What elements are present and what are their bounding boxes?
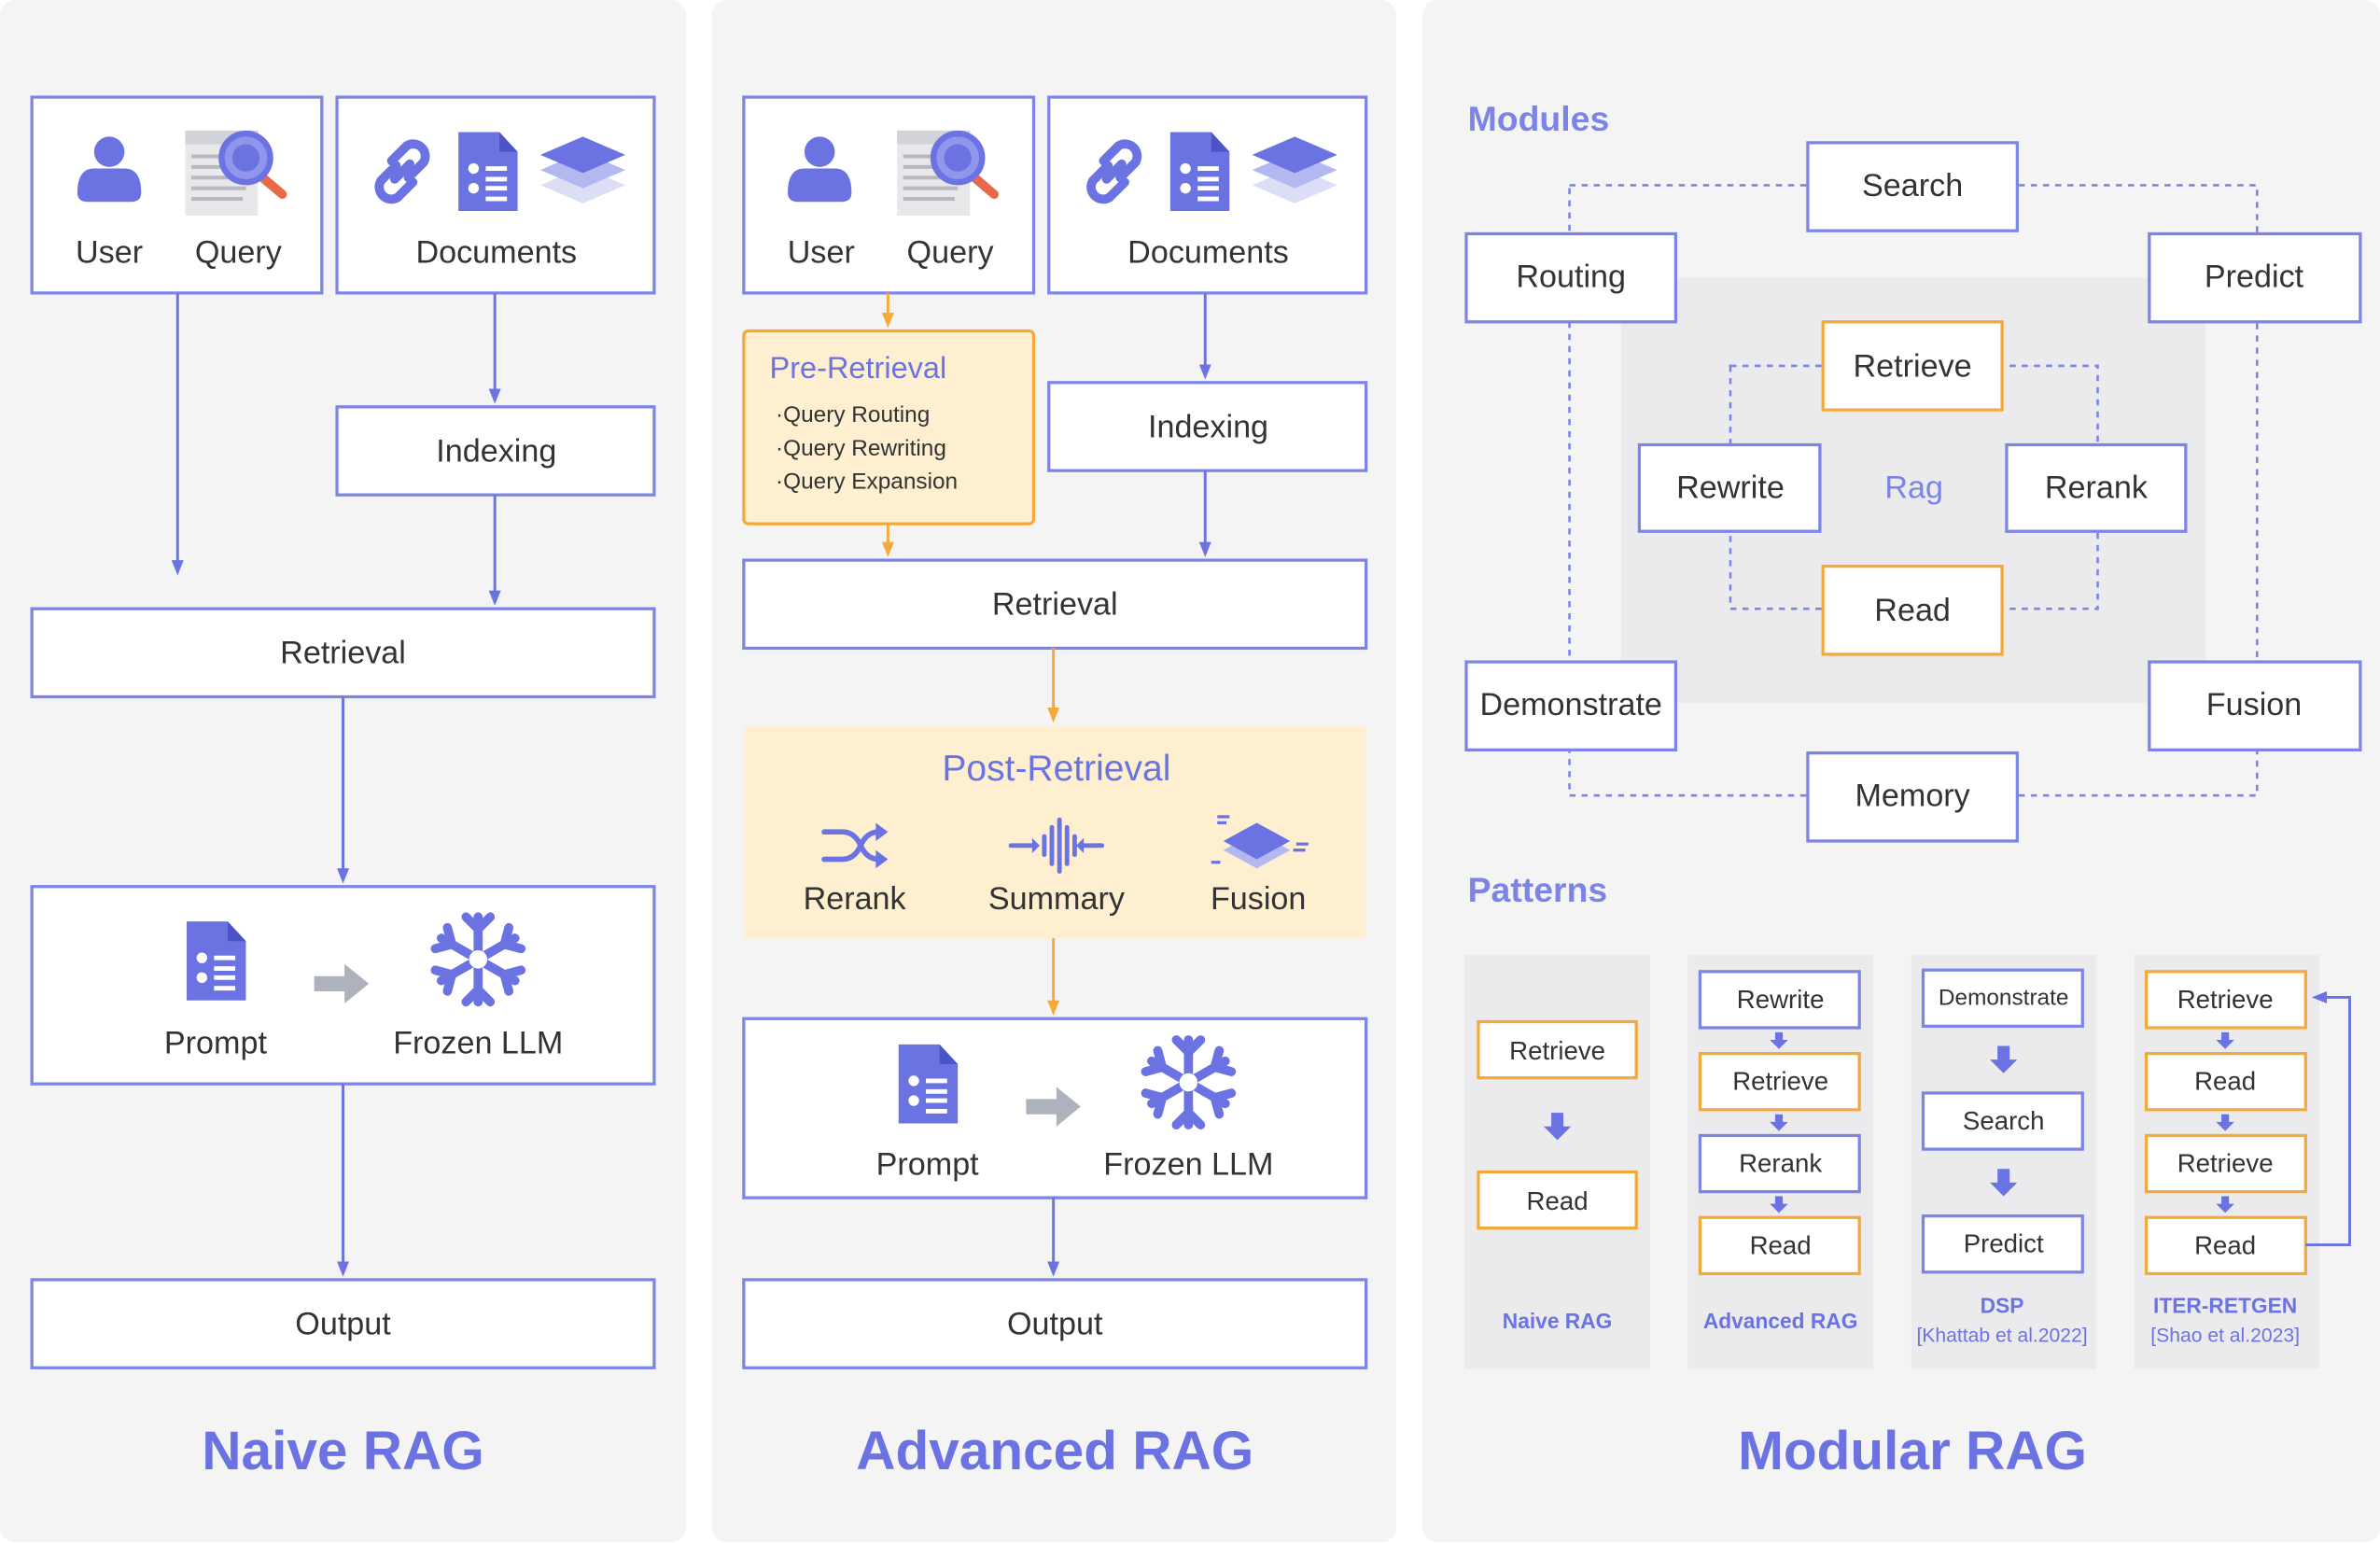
patterns-heading: Patterns: [1468, 870, 1608, 909]
prompt-document-icon: [899, 1045, 958, 1124]
pattern-dsp: Demonstrate Search Predict DSP [Khattab …: [1911, 954, 2096, 1369]
modules-heading: Modules: [1468, 99, 1610, 138]
module-demonstrate-box: [1464, 660, 1678, 752]
pre-retrieval-title: Pre-Retrieval: [770, 351, 947, 385]
naive-rag: [30, 95, 656, 1369]
module-search-box: [1806, 141, 2019, 232]
naive-frozen-llm-label: Frozen LLM: [393, 1026, 563, 1061]
modular-rag-title: Modular RAG: [1738, 1421, 2087, 1481]
pattern-step: Search: [1963, 1106, 2045, 1135]
adv-documents-label: Documents: [1127, 234, 1289, 270]
module-memory-box: [1806, 751, 2019, 843]
adv-retrieval-label: Retrieval: [992, 587, 1118, 623]
adv-indexing-label: Indexing: [1148, 409, 1268, 444]
pattern-step: Retrieve: [1509, 1036, 1605, 1065]
pattern-step: Read: [1750, 1230, 1812, 1259]
module-rerank-label: Rerank: [2045, 470, 2149, 505]
module-read-label: Read: [1874, 593, 1951, 628]
pattern-step: Read: [2194, 1230, 2256, 1259]
module-rewrite-label: Rewrite: [1676, 470, 1785, 505]
naive-rag-title: Naive RAG: [202, 1421, 484, 1481]
pattern-citation: [Shao et al.2023]: [2150, 1326, 2300, 1347]
adv-summary-label: Summary: [988, 881, 1125, 917]
pattern-step: Read: [1527, 1186, 1589, 1215]
pattern-iter-retgen: Retrieve Read Retrieve Read ITER-RETGEN …: [2134, 954, 2351, 1369]
adv-retrieval-box: [742, 558, 1368, 651]
pattern-label: ITER-RETGEN: [2153, 1294, 2297, 1318]
document-icon: [1170, 132, 1229, 211]
module-routing-box: [1464, 231, 1678, 324]
pre-retrieval-item: ·Query Expansion: [776, 470, 958, 495]
pattern-step: Retrieve: [2177, 1148, 2274, 1177]
naive-indexing-label: Indexing: [436, 433, 556, 469]
pattern-label: Advanced RAG: [1703, 1309, 1858, 1333]
module-predict-box: [2148, 231, 2362, 324]
advanced-rag-title: Advanced RAG: [856, 1421, 1253, 1481]
adv-rerank-label: Rerank: [804, 881, 907, 917]
module-predict-label: Predict: [2205, 259, 2304, 294]
naive-retrieval-label: Retrieval: [280, 636, 406, 671]
module-search-label: Search: [1862, 168, 1963, 203]
naive-user-label: User: [76, 234, 143, 270]
module-routing-label: Routing: [1516, 259, 1626, 294]
pattern-citation: [Khattab et al.2022]: [1916, 1326, 2087, 1347]
adv-indexing-box: [1047, 381, 1368, 472]
adv-frozen-llm-label: Frozen LLM: [1103, 1147, 1273, 1183]
naive-indexing-box: [335, 405, 656, 497]
naive-documents-label: Documents: [415, 234, 577, 270]
adv-query-label: Query: [907, 234, 994, 270]
pattern-advanced-rag: Rewrite Retrieve Rerank Read Advanced RA…: [1687, 954, 1873, 1369]
naive-output-box: [30, 1278, 656, 1369]
adv-fusion-label: Fusion: [1211, 881, 1306, 917]
naive-query-label: Query: [195, 234, 282, 270]
pattern-naive-rag: Retrieve Read Naive RAG: [1464, 954, 1650, 1369]
post-retrieval-box: [743, 725, 1366, 939]
naive-retrieval-box: [30, 607, 656, 699]
module-fusion-label: Fusion: [2206, 687, 2302, 722]
pattern-step: Read: [2194, 1067, 2256, 1096]
module-retrieve-box: [1821, 320, 2004, 412]
adv-output-box: [742, 1278, 1368, 1369]
pattern-step: Rerank: [1739, 1148, 1822, 1177]
pattern-label: Naive RAG: [1503, 1309, 1613, 1333]
module-memory-label: Memory: [1855, 779, 1969, 814]
module-demonstrate-label: Demonstrate: [1479, 687, 1661, 722]
rag-center-label: Rag: [1884, 470, 1943, 505]
adv-prompt-label: Prompt: [876, 1147, 980, 1183]
prompt-document-icon: [187, 921, 245, 1001]
post-retrieval-title: Post-Retrieval: [942, 749, 1170, 789]
iter-loop-arrow: [2305, 990, 2351, 1247]
module-fusion-box: [2148, 660, 2362, 752]
module-retrieve-label: Retrieve: [1854, 348, 1972, 384]
adv-output-label: Output: [1007, 1307, 1103, 1342]
module-rerank-box: [2005, 442, 2188, 533]
pattern-step: Rewrite: [1737, 985, 1825, 1014]
naive-prompt-label: Prompt: [164, 1026, 268, 1061]
pattern-step: Retrieve: [2177, 985, 2274, 1014]
pre-retrieval-item: ·Query Rewriting: [776, 436, 946, 461]
document-icon: [458, 132, 517, 211]
naive-output-label: Output: [295, 1307, 391, 1342]
pattern-step: Predict: [1964, 1229, 2044, 1258]
module-rewrite-box: [1637, 442, 1822, 533]
pre-retrieval-item: ·Query Routing: [776, 402, 930, 428]
pattern-step: Demonstrate: [1939, 986, 2069, 1011]
adv-user-label: User: [788, 234, 855, 270]
pattern-label: DSP: [1981, 1294, 2024, 1318]
pattern-step: Retrieve: [1732, 1067, 1828, 1096]
module-read-box: [1821, 564, 2004, 656]
